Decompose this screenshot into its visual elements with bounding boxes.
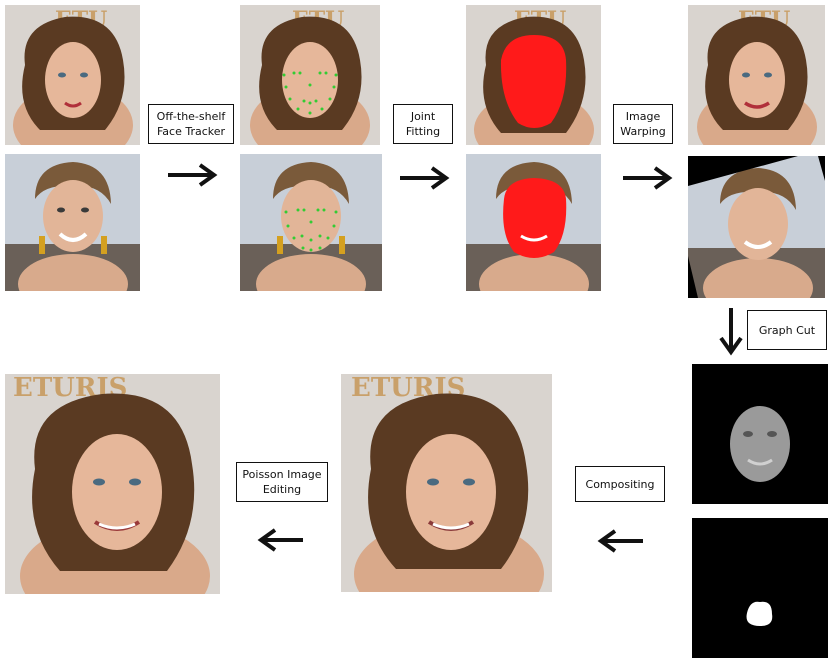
face-tracker-line2: Face Tracker [156, 125, 226, 138]
graph-cut-mask-image [692, 518, 828, 658]
target-landmarks-image: ETU [240, 5, 380, 145]
target-copy-image: ETU [688, 5, 825, 145]
reference-fitted-mesh-image [466, 154, 601, 291]
poisson-line2: Editing [262, 483, 302, 496]
arrow-left-icon [597, 528, 645, 554]
image-warping-line1: Image [625, 110, 661, 123]
arrow-right-icon [621, 165, 673, 191]
face-tracker-line1: Off-the-shelf [156, 110, 226, 123]
joint-fitting-line2: Fitting [405, 125, 441, 138]
image-warping-label: Image Warping [613, 104, 673, 144]
composited-image: ETURIS [341, 374, 552, 592]
reference-landmarks-image [240, 154, 382, 291]
graph-cut-face-image [692, 364, 828, 504]
joint-fitting-label: Joint Fitting [393, 104, 453, 144]
image-warping-line2: Warping [620, 125, 666, 138]
reference-face-image [5, 154, 140, 291]
poisson-line1: Poisson Image [242, 468, 322, 481]
compositing-label: Compositing [575, 466, 665, 502]
arrow-down-icon [716, 306, 746, 356]
joint-fitting-line1: Joint [410, 110, 436, 123]
warped-reference-image [688, 156, 825, 298]
arrow-right-icon [166, 162, 218, 188]
poisson-label: Poisson Image Editing [236, 462, 328, 502]
arrow-right-icon [398, 165, 450, 191]
graph-cut-label: Graph Cut [747, 310, 827, 350]
target-fitted-mesh-image: ETU [466, 5, 601, 145]
face-tracker-label: Off-the-shelf Face Tracker [148, 104, 234, 144]
final-result-image: ETURIS [5, 374, 220, 594]
graph-cut-text: Graph Cut [758, 323, 816, 337]
arrow-left-icon [257, 527, 305, 553]
target-face-image: ETU [5, 5, 140, 145]
compositing-text: Compositing [585, 477, 655, 491]
